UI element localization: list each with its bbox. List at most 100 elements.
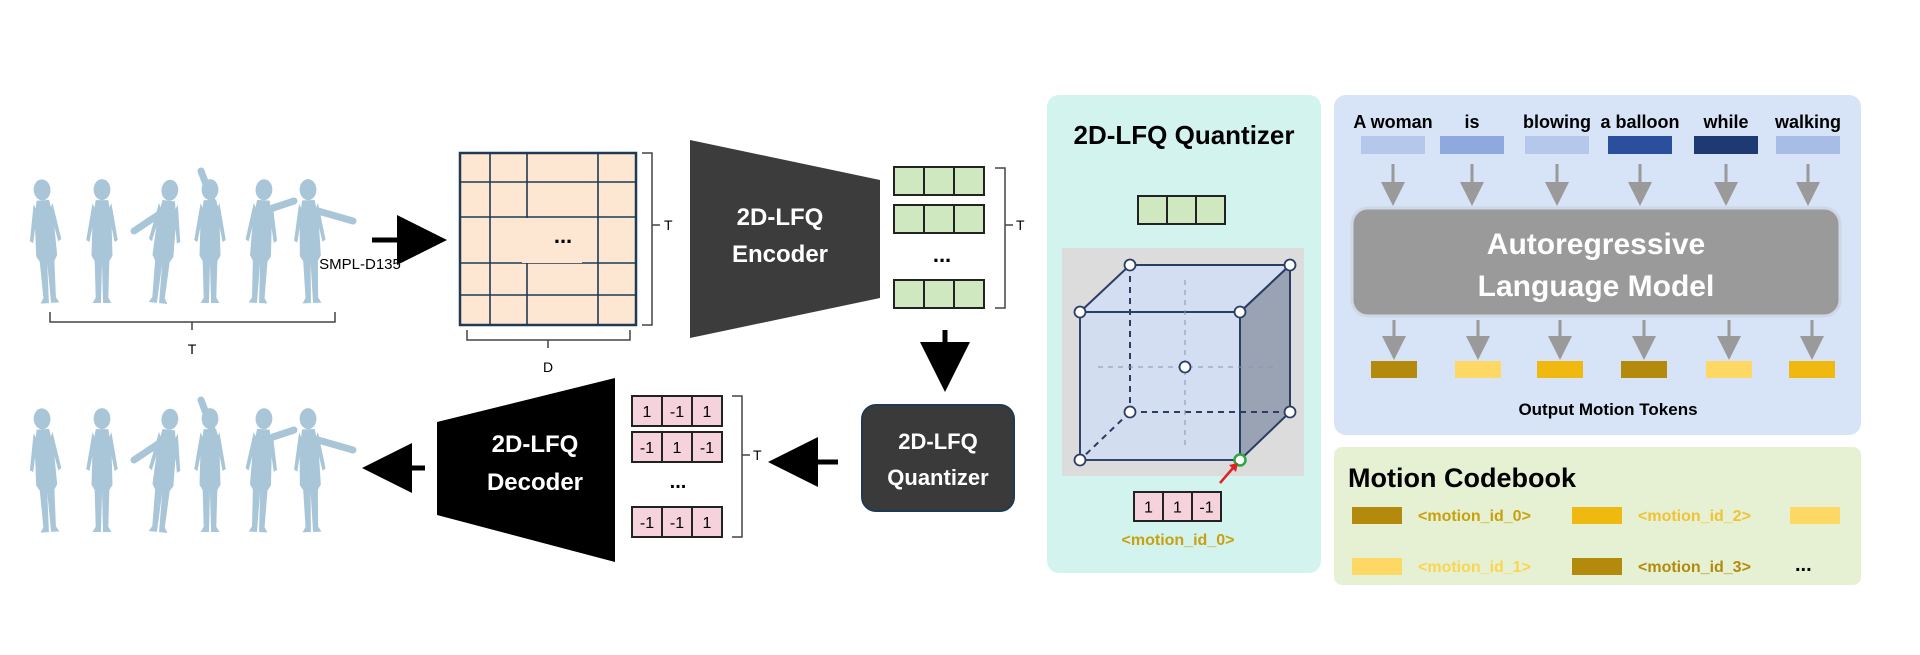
code-row-value: -1 [670, 515, 684, 532]
codebook-swatch [1352, 558, 1402, 575]
motion-token [1706, 361, 1752, 378]
latent-row [893, 204, 985, 234]
code-row-value: -1 [670, 404, 684, 421]
code-row-value: -1 [640, 440, 654, 457]
panel-latent-row-cell [1137, 195, 1168, 225]
output-figure-arm [260, 426, 298, 444]
latent-row-cell [953, 166, 985, 196]
output-figure [86, 408, 118, 532]
panel-code-row-cell [1162, 491, 1193, 522]
panel-code-row-value: 1 [1144, 500, 1153, 517]
lm-label-line2: Language Model [1478, 270, 1715, 303]
input-figure [25, 178, 66, 305]
codebook-label: <motion_id_2> [1638, 508, 1751, 525]
input-figure [291, 178, 328, 304]
cube-hidden-edge-2 [1079, 411, 1131, 461]
cube-vertices [1073, 258, 1297, 467]
word-embedding [1694, 136, 1758, 154]
code-row: -1 -1 1 [631, 506, 723, 538]
decoder-label-line1: 2D-LFQ [492, 431, 579, 458]
output-tokens-label: Output Motion Tokens [1518, 400, 1697, 419]
matrix-ellipsis-bg [522, 218, 582, 263]
code-row-cell [691, 431, 723, 463]
panel-latent-row-cell [1166, 195, 1197, 225]
input-figure-arm [130, 207, 168, 235]
code-row-value: 1 [703, 404, 712, 421]
selection-arrowhead [1229, 463, 1238, 472]
codebook-label: <motion_id_0> [1418, 508, 1531, 525]
codebook-label: <motion_id_1> [1418, 559, 1531, 576]
latent-row-cell [953, 204, 985, 234]
code-row-value: -1 [640, 515, 654, 532]
word-token: is [1464, 112, 1479, 132]
output-figure [25, 407, 66, 534]
codebook-swatch [1572, 507, 1622, 524]
latent-ellipsis: ... [933, 242, 951, 267]
selection-arrow [1219, 467, 1234, 484]
code-row-value: 1 [643, 404, 652, 421]
codebook-entries: <motion_id_0><motion_id_2><motion_id_1><… [1352, 507, 1840, 576]
panel-code-row-value: 1 [1173, 500, 1182, 517]
output-human-figures [25, 396, 357, 534]
input-figure [142, 178, 187, 305]
codebook-swatch [1572, 558, 1622, 575]
codebook-panel: Motion Codebook <motion_id_0><motion_id_… [1334, 447, 1861, 585]
word-token: blowing [1523, 112, 1591, 132]
encoder-label-line2: Encoder [732, 241, 828, 268]
lm-label-line1: Autoregressive [1487, 228, 1705, 261]
feature-matrix: ... T D [458, 151, 673, 375]
code-row-cell [661, 431, 693, 463]
motion-token [1455, 361, 1501, 378]
codes-t-brace [732, 395, 750, 538]
decoder-label-line2: Decoder [487, 469, 583, 496]
encoder-label-line1: 2D-LFQ [737, 204, 824, 231]
word-token: A woman [1353, 112, 1432, 132]
latent-t-label: T [1016, 217, 1025, 233]
codebook-swatch [1790, 507, 1840, 524]
lm-block [1350, 206, 1842, 318]
word-embedding [1608, 136, 1672, 154]
code-row-value: 1 [703, 515, 712, 532]
code-row-cell [691, 506, 723, 538]
code-row-cell [631, 431, 663, 463]
sequence-brace [49, 312, 336, 330]
decoder-trapezoid [437, 378, 615, 562]
motion-token [1621, 361, 1667, 378]
motion-token [1371, 361, 1417, 378]
code-row: 1 -1 1 [631, 395, 723, 427]
input-figure [86, 179, 118, 303]
quantizer-panel-title: 2D-LFQ Quantizer [1073, 120, 1294, 150]
matrix-ellipsis: ... [554, 223, 572, 248]
quantizer-label-line2: Quantizer [887, 465, 989, 490]
matrix-t-brace [642, 152, 660, 326]
code-row-value: 1 [673, 440, 682, 457]
panel-motion-id: <motion_id_0> [1122, 532, 1235, 549]
input-motion-sequence: T [25, 167, 357, 357]
input-human-figures [25, 167, 357, 305]
output-figure [291, 407, 328, 533]
word-token: while [1702, 112, 1748, 132]
hypercube [1073, 258, 1297, 484]
latent-t-brace [995, 167, 1013, 309]
codes-t-label: T [753, 447, 762, 463]
quantizer-block: 2D-LFQ Quantizer [861, 404, 1015, 512]
encoded-latents [893, 166, 985, 309]
quantizer-box [861, 404, 1015, 512]
motion-token [1789, 361, 1835, 378]
output-figure [242, 407, 281, 533]
matrix-d-brace [466, 330, 631, 348]
smpl-label: SMPL-D135 [319, 256, 401, 273]
output-figure-arm [314, 436, 357, 454]
input-figure-arm [197, 167, 220, 215]
word-token: walking [1774, 112, 1841, 132]
latent-row-cell [923, 204, 955, 234]
matrix-t-label: T [664, 217, 673, 233]
word-embedding [1525, 136, 1589, 154]
decoder-block: 2D-LFQ Decoder [437, 378, 615, 562]
panel-code-row-cell [1191, 491, 1222, 522]
